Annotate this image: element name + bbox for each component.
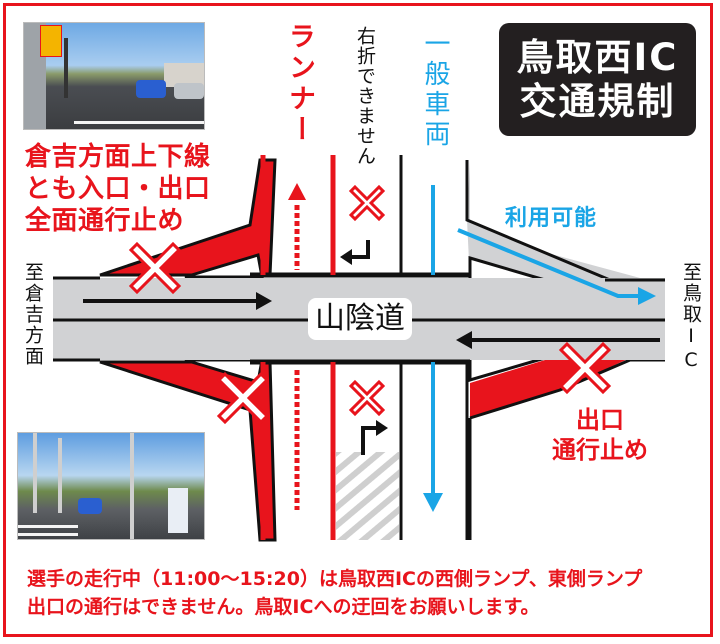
footer-line: 選手の走行中（11:00〜15:20）は鳥取西ICの西側ランプ、東側ランプ xyxy=(27,568,643,590)
hatched-zone xyxy=(336,452,399,540)
exit-closure-note: 出口 通行止め xyxy=(552,405,648,465)
westbound-arrow xyxy=(456,331,472,349)
exit-note-line: 通行止め xyxy=(552,436,648,464)
available-route-arrow xyxy=(638,287,656,305)
to-tottori-ic-label: 至鳥取IC xyxy=(680,262,702,373)
kurayoshi-closure-note: 倉吉方面上下線 とも入口・出口 全面通行止め xyxy=(25,141,211,237)
no-right-turn-label: 右折できません xyxy=(354,26,376,166)
available-label: 利用可能 xyxy=(505,206,598,231)
footer-notice: 選手の走行中（11:00〜15:20）は鳥取西ICの西側ランプ、東側ランプ 出口… xyxy=(27,565,707,621)
closure-note-line: 全面通行止め xyxy=(25,206,185,236)
closure-note-line: とも入口・出口 xyxy=(25,174,211,204)
runner-direction-arrow xyxy=(288,183,306,200)
exit-note-line: 出口 xyxy=(576,406,624,434)
left-turn-arrow xyxy=(340,249,352,265)
general-vehicle-arrow xyxy=(423,493,443,512)
closure-note-line: 倉吉方面上下線 xyxy=(25,142,211,172)
right-turn-arrow xyxy=(376,420,388,436)
title-line2: 交通規制 xyxy=(519,79,676,123)
general-vehicles-label: 一般車両 xyxy=(420,30,450,150)
road-name-label: 山陰道 xyxy=(310,300,410,338)
x-mark-east-exit xyxy=(558,341,612,395)
title-badge: 鳥取西IC 交通規制 xyxy=(499,23,696,136)
x-mark-west-lower xyxy=(216,371,270,425)
title-line1: 鳥取西IC xyxy=(516,35,679,79)
x-mark-west-upper xyxy=(128,241,182,295)
west-ramp-photo xyxy=(23,22,205,130)
to-kurayoshi-label: 至倉吉方面 xyxy=(22,262,44,367)
footer-line: 出口の通行はできません。鳥取ICへの迂回をお願いします。 xyxy=(27,596,540,618)
x-mark-no-right-turn-lower xyxy=(348,379,386,417)
east-ramp-photo xyxy=(17,432,205,540)
x-mark-no-right-turn-upper xyxy=(348,184,386,222)
runner-label: ランナー xyxy=(284,22,315,146)
eastbound-arrow xyxy=(256,292,272,310)
